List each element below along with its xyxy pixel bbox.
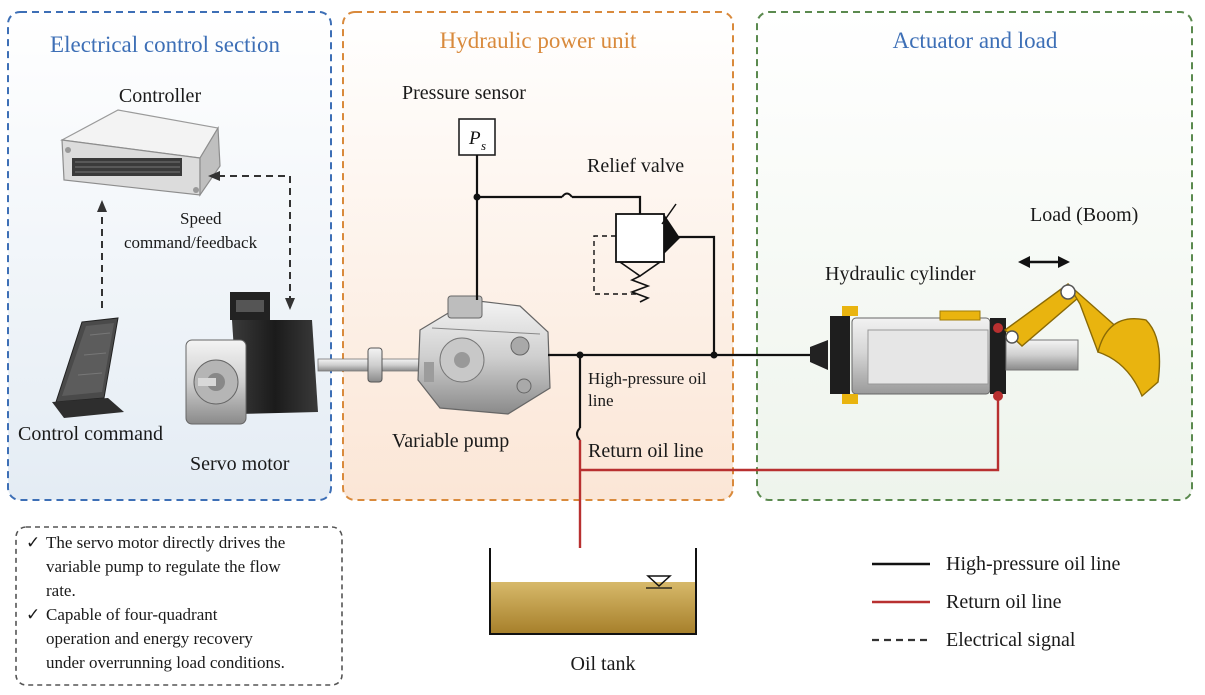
actuator-section-box [756, 11, 1193, 501]
electrical-section-title: Electrical control section [50, 32, 280, 57]
note-1-line-3: rate. [46, 581, 76, 600]
boom-load [1003, 283, 1161, 398]
control-command-label: Control command [18, 423, 163, 445]
note-2-line-3: under overrunning load conditions. [46, 653, 285, 672]
oil-tank [489, 548, 697, 635]
oil-tank-label: Oil tank [571, 653, 636, 675]
feedback-arrow-down [285, 298, 295, 310]
load-motion-arrow-icon [1018, 256, 1070, 268]
pressure-sensor-symbol: P [468, 128, 481, 149]
controller-device [60, 109, 221, 197]
variable-pump [417, 295, 551, 415]
actuator-section-title: Actuator and load [893, 28, 1058, 53]
hydraulic-cylinder [810, 306, 1079, 404]
note-2-line-1: Capable of four-quadrant [46, 605, 218, 624]
note-2: ✓ Capable of four-quadrant operation and… [26, 605, 285, 672]
legend-high-pressure-label: High-pressure oil line [946, 553, 1121, 575]
note-1: ✓ The servo motor directly drives the va… [26, 533, 285, 600]
load-label: Load (Boom) [1030, 204, 1138, 226]
return-oil-line-label: Return oil line [588, 440, 704, 462]
note-1-line-1: The servo motor directly drives the [46, 533, 285, 552]
note-1-line-2: variable pump to regulate the flow [46, 557, 281, 576]
relief-inlet-line [572, 195, 642, 214]
note-1-check-icon: ✓ [26, 533, 40, 552]
note-2-check-icon: ✓ [26, 605, 40, 624]
return-crossover [576, 427, 581, 441]
high-pressure-label-1: High-pressure oil [588, 369, 707, 388]
relief-return-line [678, 235, 716, 355]
notes-box [15, 526, 343, 686]
junction-top [473, 193, 481, 201]
line-crossover [561, 192, 573, 198]
legend-return-label: Return oil line [946, 591, 1062, 613]
relief-valve-label: Relief valve [587, 155, 684, 177]
controller-label: Controller [119, 85, 202, 107]
servo-motor [185, 292, 318, 425]
pressure-sensor-label: Pressure sensor [402, 82, 526, 104]
relief-valve [593, 203, 680, 303]
hydraulic-cylinder-label: Hydraulic cylinder [825, 263, 976, 285]
control-pedal [52, 317, 124, 418]
note-2-line-2: operation and energy recovery [46, 629, 253, 648]
variable-pump-label: Variable pump [392, 430, 509, 452]
legend-electrical-label: Electrical signal [946, 629, 1076, 651]
pressure-sensor-subscript: s [481, 138, 486, 153]
feedback-signal-line [218, 175, 291, 302]
command-signal-arrow [97, 200, 107, 212]
shaft-coupling [367, 347, 383, 383]
high-pressure-label-2: line [588, 391, 614, 410]
speed-label-2: command/feedback [124, 233, 258, 252]
legend: High-pressure oil line Return oil line E… [872, 553, 1121, 651]
cylinder-return-line [580, 398, 1000, 472]
servo-motor-label: Servo motor [190, 453, 290, 475]
speed-label-1: Speed [180, 209, 222, 228]
hydraulic-section-title: Hydraulic power unit [440, 28, 637, 53]
feedback-arrow-left [208, 171, 220, 181]
